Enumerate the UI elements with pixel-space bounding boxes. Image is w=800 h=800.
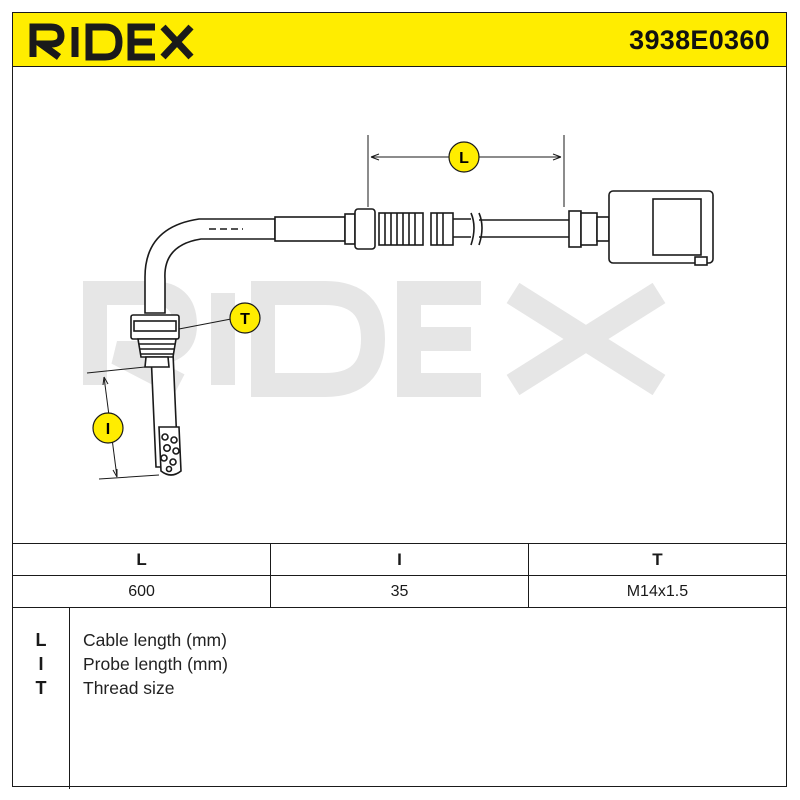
ridex-watermark (83, 281, 666, 397)
spec-header-l: L (13, 543, 272, 576)
part-number: 3938E0360 (629, 25, 770, 55)
svg-text:L: L (459, 150, 469, 167)
legend-key-l: L (35, 630, 47, 650)
spec-header-i: I (270, 543, 529, 576)
spec-header-row: L I T (13, 543, 786, 576)
spec-header-t: T (528, 543, 786, 576)
spec-value-l: 600 (13, 575, 272, 607)
svg-text:I: I (106, 421, 110, 438)
callout-t: T (229, 302, 261, 334)
cable (479, 219, 569, 238)
connector-housing (608, 190, 714, 264)
legend-desc-l: Cable length (mm) (83, 630, 227, 650)
legend-desc-t: Thread size (83, 678, 175, 698)
thread-leader (178, 318, 232, 330)
spec-value-row: 600 35 M14x1.5 (13, 575, 786, 607)
sensor-drawing: L T I (83, 135, 714, 480)
header-bar: 3938E0360 (13, 13, 786, 67)
legend-keys: L I T (13, 608, 70, 789)
callout-i: I (92, 412, 124, 444)
legend-desc-i: Probe length (mm) (83, 654, 228, 674)
hex-nut (130, 314, 180, 340)
legend-key-i: I (38, 654, 44, 674)
sensor-outline (130, 190, 714, 476)
tube-sleeve (274, 216, 346, 242)
callout-l: L (448, 141, 480, 173)
product-sheet: 3938E0360 (12, 12, 787, 789)
legend-key-t: T (35, 678, 47, 698)
grommet (354, 208, 376, 250)
legend: L I T Cable length (mm) Probe length (mm… (13, 607, 786, 789)
spec-table: L I T 600 35 M14x1.5 (13, 543, 786, 607)
spec-value-i: 35 (270, 575, 529, 607)
ridex-logo (29, 23, 194, 61)
svg-text:T: T (240, 311, 250, 328)
spec-value-t: M14x1.5 (528, 575, 786, 607)
